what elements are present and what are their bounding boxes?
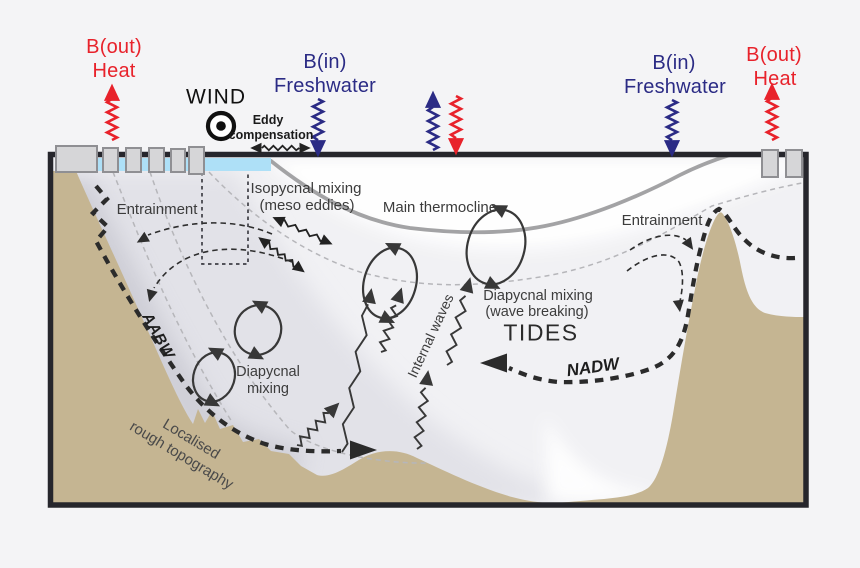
diapycnal-wave-label2: (wave breaking) (485, 304, 589, 321)
freshwater-in-right-label1: B(in) (652, 52, 696, 74)
wind-label: WIND (186, 85, 246, 109)
heat-out-right-label1: B(out) (746, 44, 802, 66)
isopycnal-mixing-label1: Isopycnal mixing (250, 179, 362, 197)
diapycnal-wave-label1: Diapycnal mixing (483, 288, 593, 305)
aabw-flow-path (89, 184, 377, 460)
mixed-layer-dotted-box (201, 172, 249, 265)
freshwater-in-left-label2: Freshwater (273, 75, 377, 97)
freshwater-flux-arrow (309, 90, 681, 158)
seafloor-topography (53, 171, 804, 504)
freshwater-in-left-label1: B(in) (303, 51, 347, 73)
heat-out-left-label1: B(out) (86, 36, 142, 58)
tides-label: TIDES (503, 319, 579, 346)
isopycnal-dashed-line-left2 (149, 171, 429, 464)
heat-out-left-label2: Heat (92, 60, 136, 82)
eddy-icon (191, 341, 237, 413)
nadw-flow-path (480, 206, 796, 385)
eddy-icon (233, 294, 283, 366)
isopycnal-dashed-line-left1 (112, 171, 233, 423)
diapycnal-bottom-label2: mixing (247, 381, 289, 398)
eddy-compensation-label1: Eddy (252, 113, 284, 128)
entrainment-arrow (147, 222, 687, 302)
isopycnal-dashed-line-mid (208, 171, 803, 286)
entrainment-right-label: Entrainment (621, 211, 703, 229)
wind-out-of-page-icon (205, 110, 237, 142)
heat-out-right-label2: Heat (753, 68, 797, 90)
eddy-icon (362, 236, 418, 330)
eddy-compensation-label2: compensation (228, 128, 314, 143)
diapycnal-bottom-label1: Diapycnal (236, 364, 300, 381)
eddy-icon (465, 198, 527, 296)
section-frame (47, 151, 809, 508)
surface-block (55, 145, 803, 178)
eddy-compensation-arrow (250, 142, 311, 154)
main-thermocline-label: Main thermocline (382, 198, 498, 216)
freshwater-in-right-label2: Freshwater (623, 76, 727, 98)
isopycnal-mixing-label2: (meso eddies) (259, 196, 355, 214)
main-thermocline-line (269, 157, 730, 235)
abyssal-highlight (545, 415, 652, 501)
entrainment-left-label: Entrainment (116, 200, 198, 218)
